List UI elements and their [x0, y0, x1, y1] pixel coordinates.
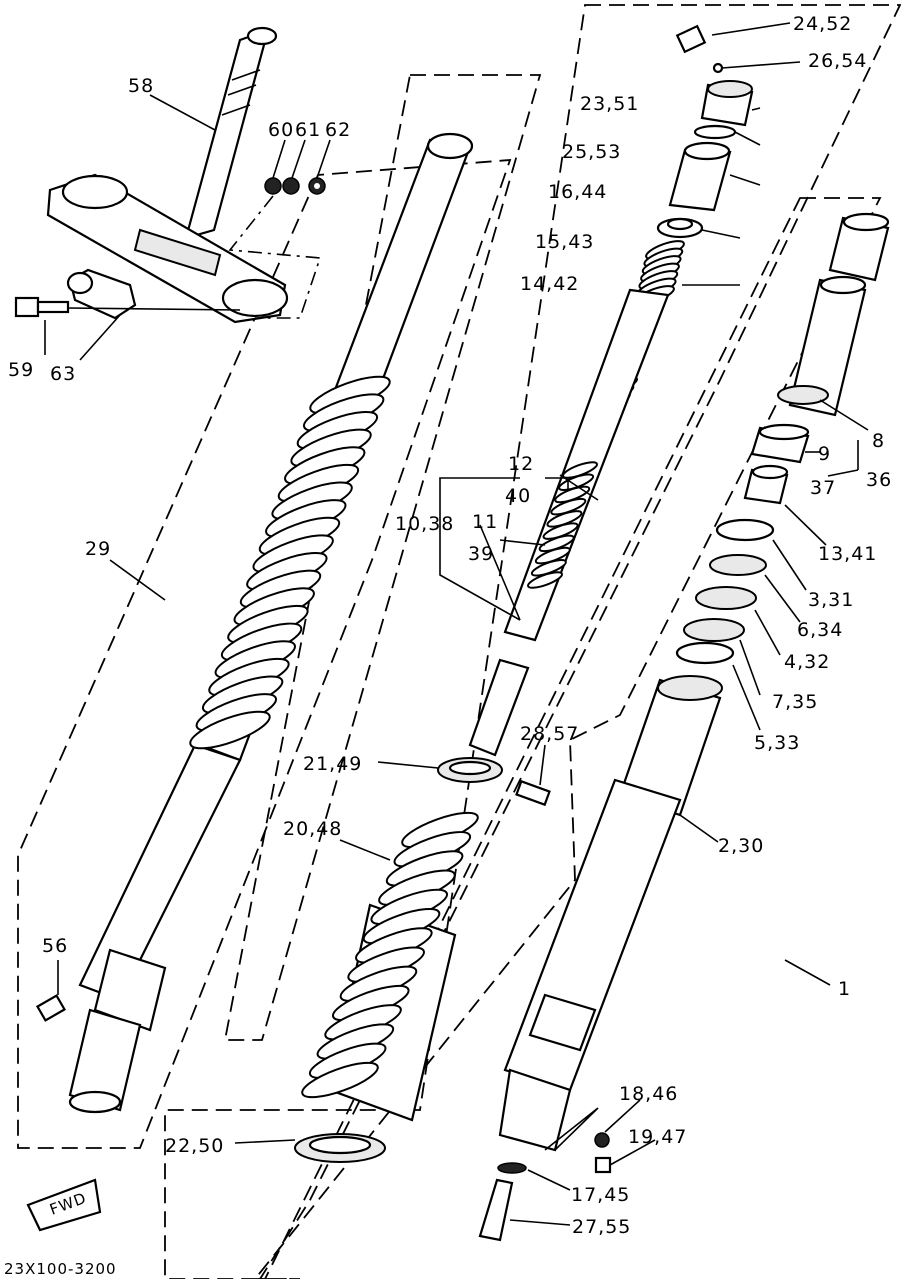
leader-lines: [44, 22, 869, 1226]
callout-20-48: 20,48: [283, 818, 342, 840]
spacer-16-44: [668, 141, 732, 212]
callout-3-31: 3,31: [808, 589, 854, 611]
fwd-arrow-badge: FWD: [26, 1178, 102, 1232]
bolt-56: [35, 994, 67, 1022]
bushing-9-37: [750, 423, 810, 464]
damper-rod-bolt-27-55: [478, 1178, 514, 1242]
callout-6-34: 6,34: [797, 619, 843, 641]
o-ring-26-54: [712, 62, 724, 74]
callout-62: 62: [325, 119, 351, 141]
outer-tube-2-30: [498, 675, 723, 1152]
leader-nuts-to-bracket: [228, 195, 322, 319]
leader-bolt-to-bracket: [67, 307, 241, 311]
bolt-59: [14, 296, 70, 318]
lower-bracket: [46, 173, 289, 324]
callout-27-55: 27,55: [572, 1216, 631, 1238]
callout-29: 29: [85, 538, 111, 560]
callout-37: 37: [810, 477, 836, 499]
o-ring-25-53: [693, 124, 737, 140]
callout-14-42: 14,42: [520, 273, 579, 295]
callout-26-54: 26,54: [808, 50, 867, 72]
callout-40: 40: [505, 485, 531, 507]
outline-inner-fork-group: [223, 74, 542, 1041]
callout-60: 60: [268, 119, 294, 141]
outline-outer-tube-group: [17, 158, 512, 1149]
callout-59: 59: [8, 359, 34, 381]
bushing-13-41: [743, 464, 789, 505]
callout-16-44: 16,44: [548, 181, 607, 203]
callout-18-46: 18,46: [619, 1083, 678, 1105]
callout-19-47: 19,47: [628, 1126, 687, 1148]
callout-36: 36: [866, 469, 892, 491]
dust-boot-bellows: [189, 375, 391, 750]
bolt-28-57: [515, 779, 551, 807]
callout-2-30: 2,30: [718, 835, 764, 857]
clip-6-34: [709, 554, 767, 576]
drawing-code: 23X100-3200: [4, 1260, 117, 1278]
air-valve-24-52: [675, 24, 707, 54]
outline-spring-group: [164, 4, 901, 1279]
callout-23-51: 23,51: [580, 93, 639, 115]
handlebar-clamp-63: [66, 268, 137, 320]
callout-22-50: 22,50: [165, 1135, 224, 1157]
drain-screw-18-46: [594, 1132, 610, 1148]
callout-8: 8: [872, 430, 885, 452]
cap-bolt-23-51: [700, 80, 754, 127]
callout-21-49: 21,49: [303, 753, 362, 775]
callout-39: 39: [468, 543, 494, 565]
seals-stack: [675, 518, 775, 665]
callout-28-57: 28,57: [520, 723, 579, 745]
callout-13-41: 13,41: [818, 543, 877, 565]
callout-25-53: 25,53: [562, 141, 621, 163]
callout-10-38: 10,38: [395, 513, 454, 535]
callout-63: 63: [50, 363, 76, 385]
nuts-60-61-62: [264, 177, 326, 195]
washer-7-35: [683, 618, 745, 642]
callout-58: 58: [128, 75, 154, 97]
callout-9: 9: [818, 443, 831, 465]
gasket-17-45: [497, 1162, 527, 1174]
callout-15-43: 15,43: [535, 231, 594, 253]
callout-labels: 24,52 26,54 23,51 25,53 16,44 15,43 14,4…: [4, 13, 892, 1278]
washer-19-47: [594, 1156, 612, 1174]
spring-seat-15-43: [656, 217, 704, 239]
clamp-22-50: [294, 1133, 386, 1163]
steering-stem-58: [184, 26, 278, 240]
callout-11: 11: [472, 511, 498, 533]
dust-boot-20-48: [301, 811, 479, 1122]
callout-4-32: 4,32: [784, 651, 830, 673]
callout-17-45: 17,45: [571, 1184, 630, 1206]
callout-1: 1: [838, 978, 851, 1000]
callout-56: 56: [42, 935, 68, 957]
callout-61: 61: [295, 119, 321, 141]
callout-24-52: 24,52: [793, 13, 852, 35]
oil-seal-4-32: [695, 586, 757, 610]
callout-12: 12: [508, 453, 534, 475]
cylinder-comp-8-36: [777, 212, 890, 417]
small-springs-12-11: [526, 461, 599, 589]
callout-7-35: 7,35: [772, 691, 818, 713]
bushing-5-33: [675, 641, 735, 665]
oil-lock-piece-21-49: [437, 757, 503, 783]
dust-seal-3-31: [715, 518, 775, 542]
callout-5-33: 5,33: [754, 732, 800, 754]
